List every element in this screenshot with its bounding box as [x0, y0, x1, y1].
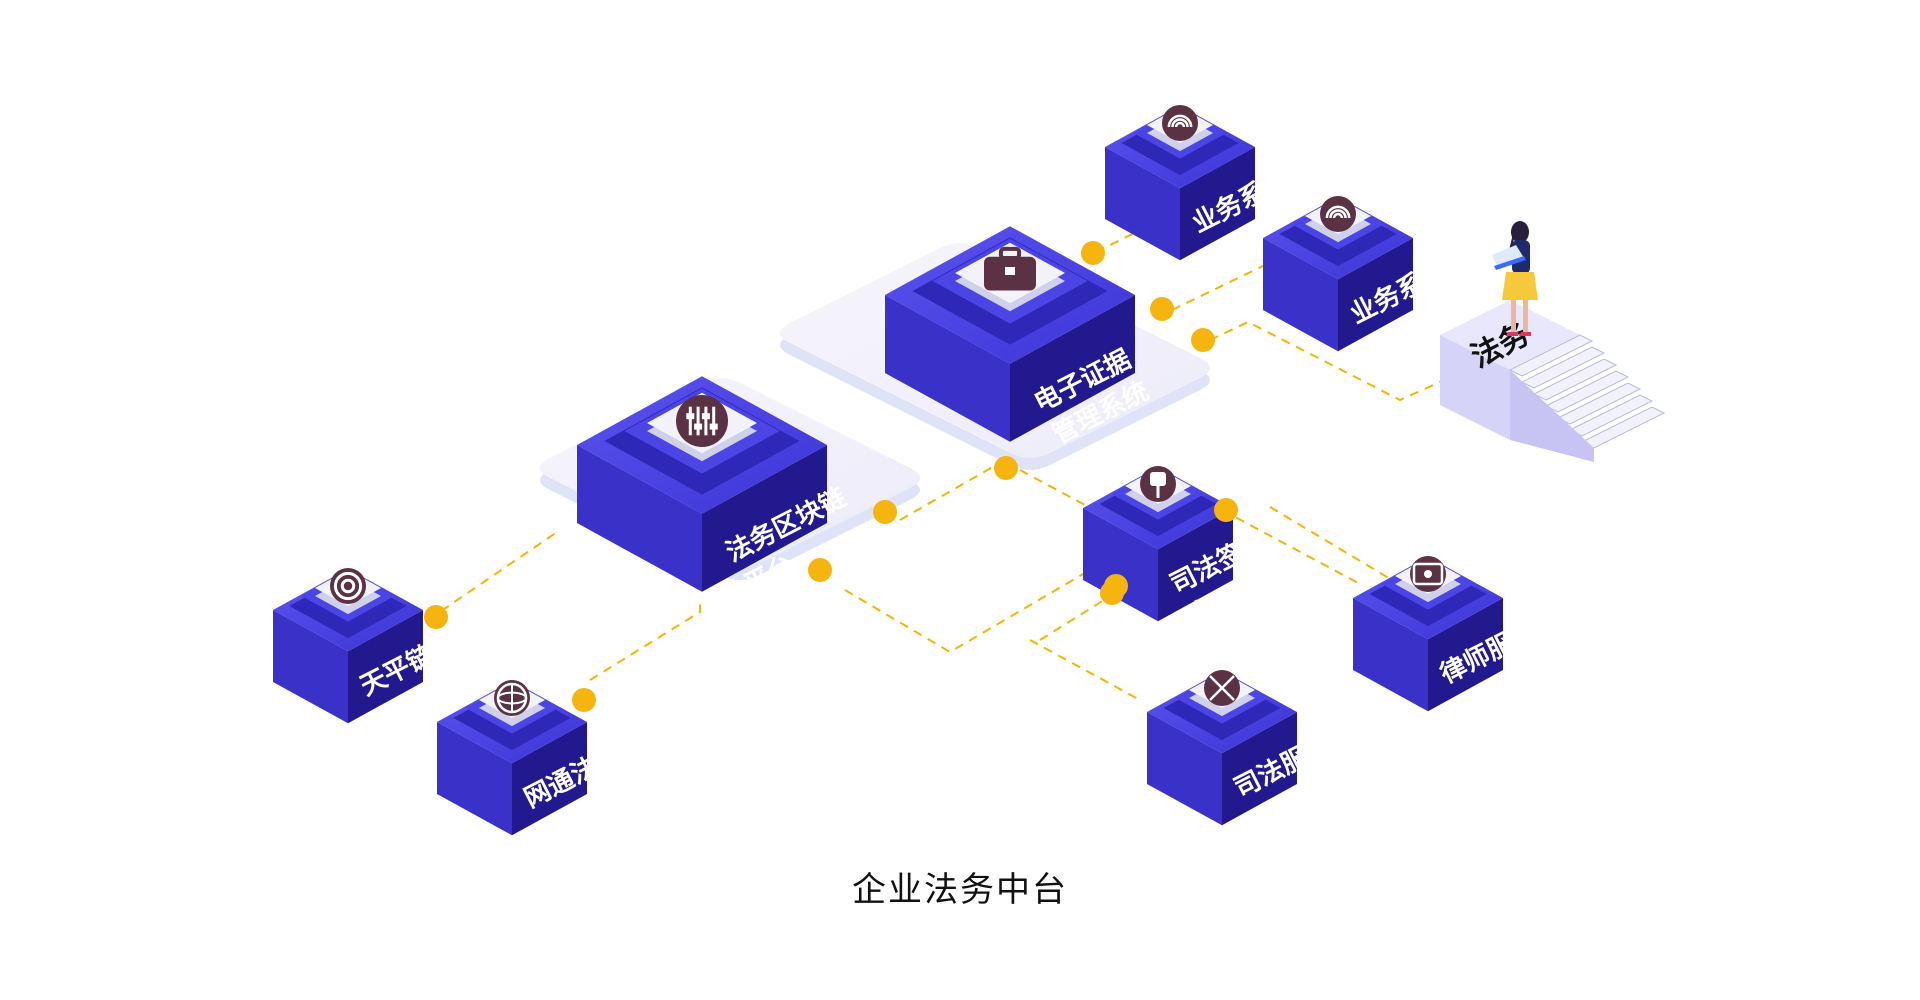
signal-icon	[1320, 196, 1356, 232]
connection-dot	[873, 500, 897, 524]
pushpin-icon	[1140, 466, 1176, 502]
globe-icon	[494, 680, 530, 716]
connection-dot	[1100, 581, 1124, 605]
connection-dot	[424, 605, 448, 629]
legal-stairs: 法务	[1440, 300, 1666, 462]
connection-dot	[572, 688, 596, 712]
tianping-chain-node: 天平链	[273, 568, 439, 724]
judicial-service-node: 司法服务	[1147, 670, 1336, 826]
connection-dot	[994, 456, 1018, 480]
connection-dots	[424, 241, 1238, 712]
sliders-icon	[676, 395, 728, 447]
wangtong-chain-node: 网通法链	[437, 680, 626, 836]
cross-icon	[1204, 670, 1240, 706]
diagram-caption: 企业法务中台	[852, 870, 1068, 910]
at-sign-icon	[330, 568, 366, 604]
business-system-2-node: 业务系统	[1263, 196, 1452, 352]
lawyer-service-node: 律师服务	[1353, 556, 1542, 712]
signal-icon	[1162, 105, 1198, 141]
connector-lines	[427, 207, 1501, 701]
document-icon	[1410, 556, 1446, 592]
connection-dot	[808, 558, 832, 582]
connection-dot	[1081, 241, 1105, 265]
connection-dot	[1214, 498, 1238, 522]
person-figure	[1492, 221, 1538, 336]
connection-dot	[1191, 328, 1215, 352]
briefcase-icon	[984, 246, 1036, 291]
connection-dot	[1150, 297, 1174, 321]
